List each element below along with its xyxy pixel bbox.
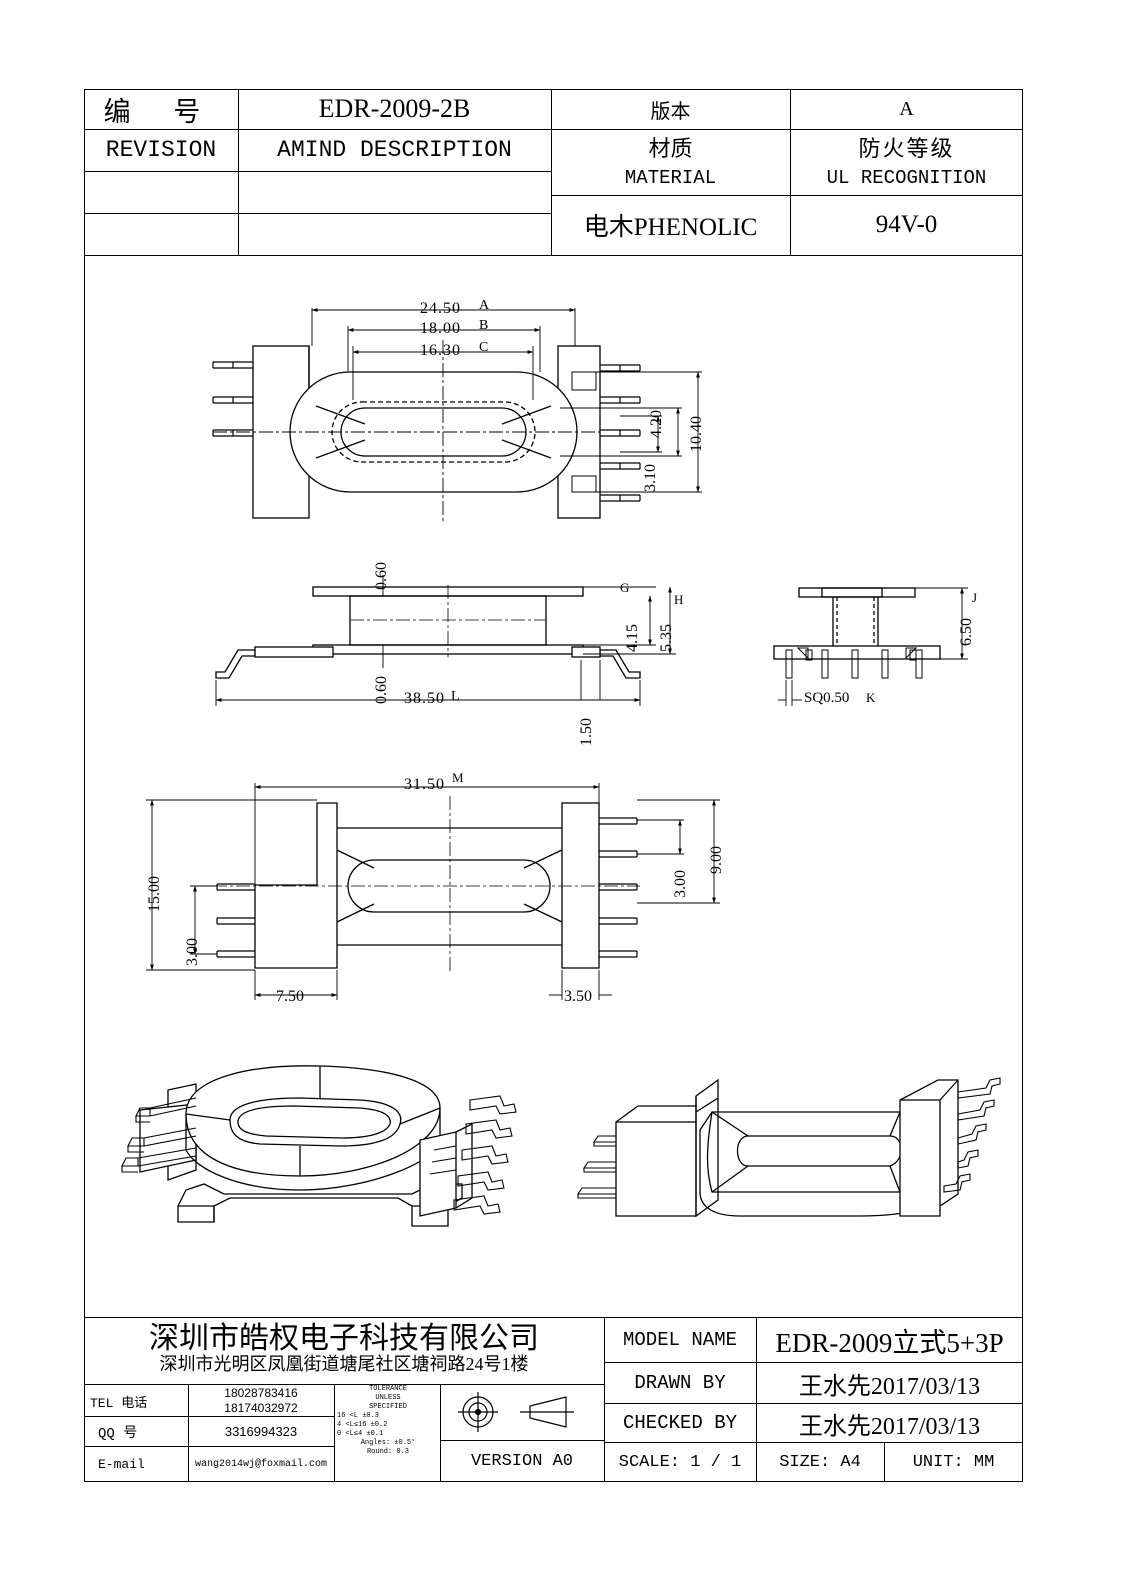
material-label-en: MATERIAL bbox=[624, 167, 717, 189]
dim-16-30: 16.30 bbox=[420, 342, 461, 359]
model-name-label: MODEL NAME bbox=[622, 1329, 738, 1351]
checked-by-value: 王水先2017/03/13 bbox=[798, 1413, 981, 1440]
marker-l: L bbox=[451, 689, 460, 704]
dim-3-50: 3.50 bbox=[564, 988, 592, 1005]
isometric-view-left bbox=[121, 1065, 517, 1227]
dim-3-00-left: 3.00 bbox=[184, 938, 201, 966]
qq-value: 3316994323 bbox=[224, 1424, 298, 1439]
drawn-by-label: DRAWN BY bbox=[634, 1372, 726, 1394]
marker-b: B bbox=[479, 318, 489, 333]
dim-18-00: 18.00 bbox=[420, 320, 461, 337]
marker-h: H bbox=[674, 592, 684, 607]
unit-label: UNIT: MM bbox=[912, 1453, 995, 1472]
dim-7-50: 7.50 bbox=[276, 988, 304, 1005]
tel-value-1: 18028783416 bbox=[224, 1385, 298, 1400]
marker-g: G bbox=[620, 580, 630, 595]
company-name: 深圳市皓权电子科技有限公司 bbox=[149, 1322, 539, 1355]
dim-4-20: 4.20 bbox=[648, 410, 665, 438]
dim-15-00: 15.00 bbox=[146, 876, 163, 912]
top-view bbox=[212, 308, 702, 522]
projection-symbol-icon bbox=[458, 1392, 574, 1432]
ul-label-en: UL RECOGNITION bbox=[826, 167, 987, 189]
checked-by-label: CHECKED BY bbox=[622, 1412, 738, 1434]
tolerance-block: TOLERANCE UNLESS SPECIFIED 16 <L ±0.3 4 … bbox=[337, 1385, 416, 1456]
company-address: 深圳市光明区凤凰街道塘尾社区塘祠路24号1楼 bbox=[159, 1354, 529, 1374]
size-label: SIZE: A4 bbox=[779, 1453, 861, 1472]
dim-31-50: 31.50 bbox=[404, 776, 445, 793]
dim-4-15: 4.15 bbox=[624, 624, 641, 652]
marker-m: M bbox=[452, 770, 464, 785]
dim-3-10: 3.10 bbox=[642, 464, 659, 492]
dim-9-00: 9.00 bbox=[708, 846, 725, 874]
dim-1-50: 1.50 bbox=[578, 718, 595, 746]
marker-j: J bbox=[972, 590, 978, 605]
dim-24-50: 24.50 bbox=[420, 300, 461, 317]
dim-3-00-right: 3.00 bbox=[672, 870, 689, 898]
dim-10-40: 10.40 bbox=[688, 416, 705, 452]
amind-description-label: AMIND DESCRIPTION bbox=[277, 137, 512, 163]
revision-label: REVISION bbox=[105, 137, 217, 163]
end-view bbox=[773, 587, 968, 706]
ul-label-cn: 防火等级 bbox=[858, 136, 955, 161]
isometric-view-right bbox=[576, 1077, 1001, 1218]
drawing-frame bbox=[84, 89, 1023, 1482]
dim-0-60-bottom: 0.60 bbox=[373, 676, 390, 704]
material-value: 电木PHENOLIC bbox=[583, 214, 758, 241]
dim-38-50: 38.50 bbox=[404, 690, 445, 707]
dim-6-50: 6.50 bbox=[958, 618, 975, 646]
model-name-value: EDR-2009立式5+3P bbox=[775, 1327, 1004, 1358]
side-view bbox=[215, 575, 676, 706]
material-label-cn: 材质 bbox=[648, 136, 693, 161]
dim-sq0-50: SQ0.50 bbox=[804, 690, 850, 706]
tel-value-2: 18174032972 bbox=[224, 1400, 298, 1415]
version-value: A bbox=[899, 97, 914, 120]
qq-label: QQ 号 bbox=[98, 1425, 138, 1442]
email-label: E-mail bbox=[98, 1456, 145, 1472]
tel-label: TEL 电话 bbox=[90, 1395, 148, 1411]
ul-value: 94V-0 bbox=[875, 211, 938, 238]
dim-0-60-top: 0.60 bbox=[373, 562, 390, 590]
marker-k: K bbox=[866, 690, 876, 705]
email-value: wang2014wj@foxmail.com bbox=[194, 1458, 328, 1470]
bottom-view bbox=[146, 783, 720, 1000]
marker-c: C bbox=[479, 340, 489, 355]
marker-a: A bbox=[479, 298, 490, 313]
number-label: 编 号 bbox=[103, 96, 219, 127]
part-number: EDR-2009-2B bbox=[318, 94, 471, 123]
drawn-by-value: 王水先2017/03/13 bbox=[798, 1373, 981, 1400]
version-a0: VERSION A0 bbox=[470, 1451, 574, 1471]
scale-label: SCALE: 1 / 1 bbox=[618, 1453, 742, 1472]
dim-5-35: 5.35 bbox=[658, 624, 675, 652]
version-label: 版本 bbox=[650, 100, 691, 123]
